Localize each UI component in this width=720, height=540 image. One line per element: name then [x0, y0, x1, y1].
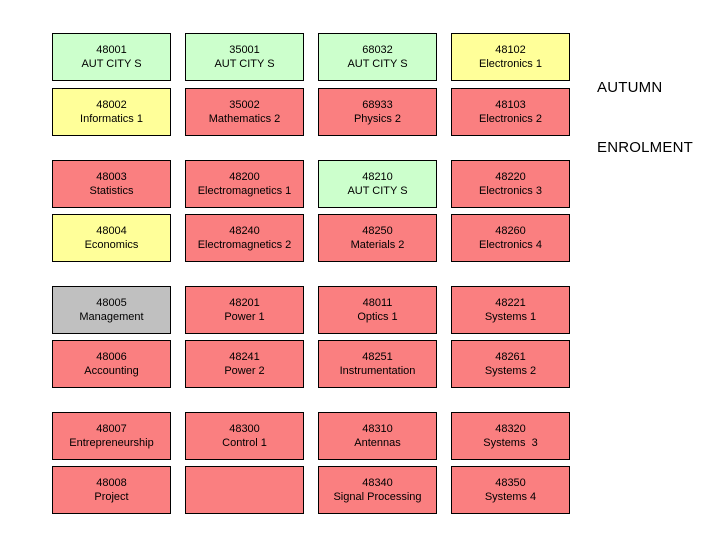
course-name: Electromagnetics 1 — [197, 185, 292, 197]
course-code: 48200 — [229, 170, 260, 183]
course-code: 48007 — [96, 422, 127, 435]
course-code: 48220 — [495, 170, 526, 183]
course-name: Antennas — [354, 437, 401, 449]
course-code: 48320 — [495, 422, 526, 435]
course-box-empty[interactable] — [185, 466, 304, 514]
course-code: 48310 — [362, 422, 393, 435]
course-code: 35001 — [229, 43, 260, 56]
course-name: Systems 4 — [484, 491, 537, 503]
course-code: 48011 — [362, 296, 393, 309]
course-code: 48240 — [229, 224, 260, 237]
course-name: Power 2 — [224, 365, 265, 377]
course-name: Optics 1 — [357, 311, 398, 323]
course-code: 48221 — [495, 296, 526, 309]
page-title-line-2: ENROLMENT — [597, 139, 693, 156]
course-name: Electromagnetics 2 — [197, 239, 292, 251]
course-code: 35002 — [229, 98, 260, 111]
course-code: 68933 — [362, 98, 393, 111]
course-code: 48261 — [495, 350, 526, 363]
course-name: Informatics 1 — [80, 113, 143, 125]
course-code: 48250 — [362, 224, 393, 237]
course-name: Power 1 — [224, 311, 265, 323]
course-name: Economics — [84, 239, 139, 251]
course-name: Physics 2 — [353, 113, 402, 125]
course-code: 48004 — [96, 224, 127, 237]
course-code: 48002 — [96, 98, 127, 111]
course-code: 48340 — [362, 476, 393, 489]
course-name: Entrepreneurship — [69, 437, 154, 449]
course-code: 48300 — [229, 422, 260, 435]
course-name: Electronics 3 — [479, 185, 542, 197]
course-code: 48102 — [495, 43, 526, 56]
course-name: Control 1 — [222, 437, 267, 449]
course-name: Electronics 1 — [479, 58, 542, 70]
course-name: Accounting — [84, 365, 139, 377]
course-code: 48251 — [362, 350, 393, 363]
course-name: Mathematics 2 — [208, 113, 281, 125]
course-name: Systems 2 — [484, 365, 537, 377]
course-code: 48201 — [229, 296, 260, 309]
course-name: Materials 2 — [350, 239, 405, 251]
course-code: 48210 — [362, 170, 393, 183]
page-title-line-1: AUTUMN — [597, 79, 663, 96]
course-code: 48350 — [495, 476, 526, 489]
course-code: 48260 — [495, 224, 526, 237]
course-name: Signal Processing — [333, 491, 422, 503]
course-name: Statistics — [89, 185, 134, 197]
course-code: 48008 — [96, 476, 127, 489]
course-name: AUT CITY S — [214, 58, 275, 70]
course-name: Systems 3 — [483, 437, 538, 449]
course-name: Instrumentation — [339, 365, 416, 377]
course-name: Project — [94, 491, 129, 503]
page-title: AUTUMN ENROLMENT — [597, 38, 693, 178]
course-name: Electronics 4 — [479, 239, 542, 251]
course-name: AUT CITY S — [347, 58, 408, 70]
course-code: 48001 — [96, 43, 127, 56]
course-code: 68032 — [362, 43, 393, 56]
course-code: 48241 — [229, 350, 260, 363]
course-code: 48003 — [96, 170, 127, 183]
course-name: AUT CITY S — [81, 58, 142, 70]
course-name: Electronics 2 — [479, 113, 542, 125]
course-code: 48005 — [96, 296, 127, 309]
course-code: 48103 — [495, 98, 526, 111]
course-name: Systems 1 — [484, 311, 537, 323]
course-name: AUT CITY S — [347, 185, 408, 197]
course-name: Management — [79, 311, 144, 323]
course-code: 48006 — [96, 350, 127, 363]
